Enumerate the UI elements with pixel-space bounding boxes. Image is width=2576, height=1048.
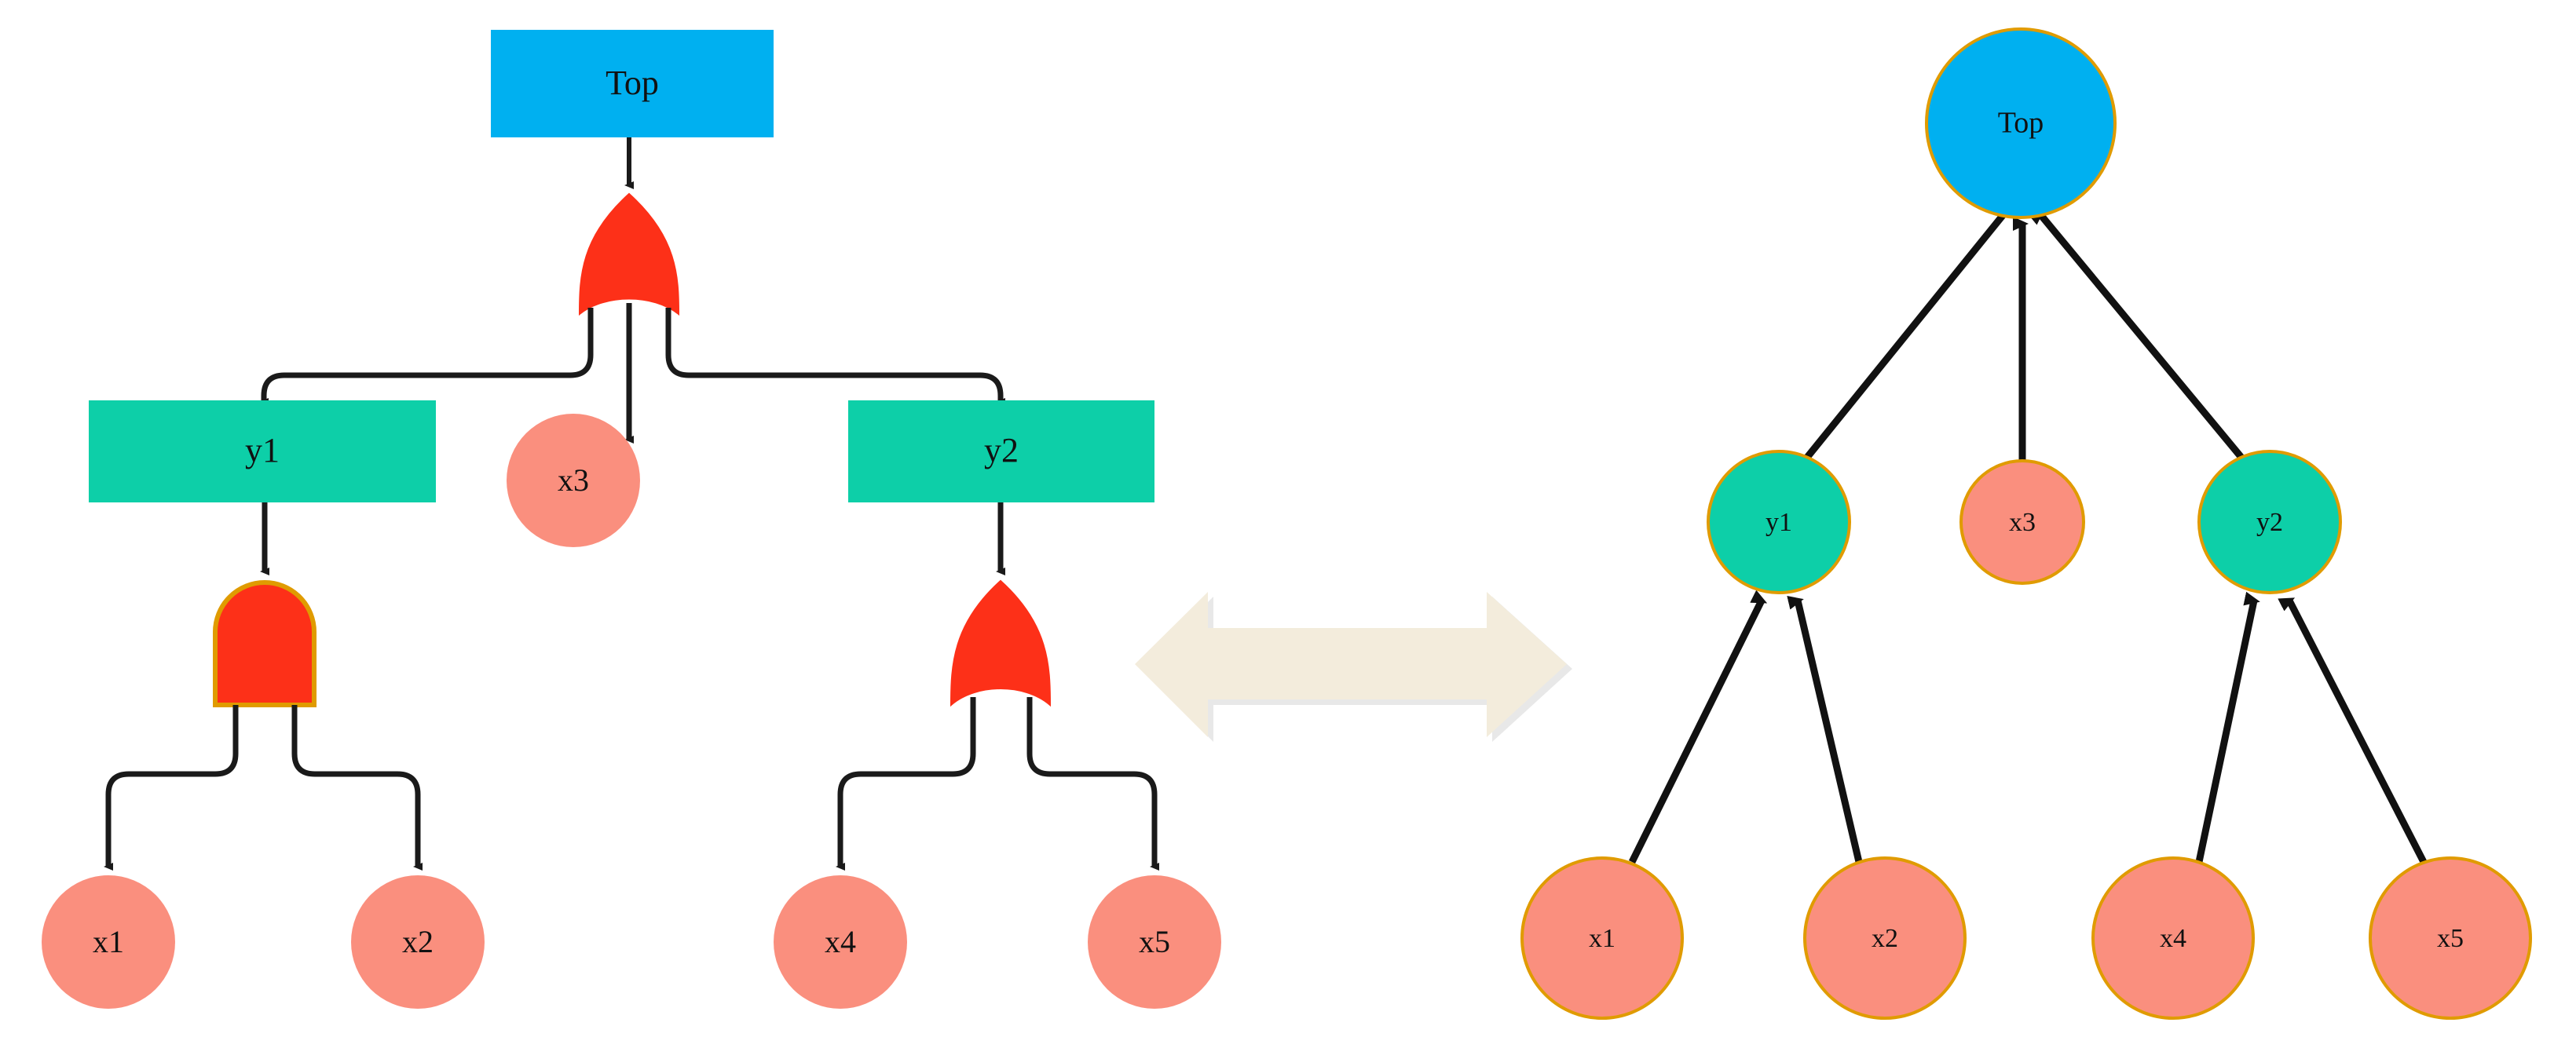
- x1-label: x1: [93, 924, 124, 959]
- x4-circle-shape: [2091, 856, 2255, 1020]
- right-node-top[interactable]: Top: [1925, 27, 2117, 219]
- and-gate-shape: [213, 580, 317, 707]
- top-box-shape: [491, 30, 774, 137]
- x5-circle-shape: [2369, 856, 2532, 1020]
- x3-circle-label: x3: [2009, 508, 2036, 537]
- x2-circle-shape: [1803, 856, 1967, 1020]
- top-circle-label: Top: [1998, 107, 2044, 140]
- edge-x4-to-y2: [2195, 591, 2260, 863]
- x4-ellipse-shape: [774, 875, 907, 1009]
- left-node-x5[interactable]: x5: [1088, 875, 1221, 1009]
- right-node-x1[interactable]: x1: [1520, 856, 1684, 1020]
- equivalence-double-arrow: [1135, 592, 1572, 742]
- x2-label: x2: [402, 924, 434, 959]
- left-node-y2[interactable]: y2: [848, 400, 1154, 502]
- x2-circle-label: x2: [1872, 924, 1898, 953]
- left-fault-tree: Top y1 x3: [42, 30, 1221, 1009]
- edge-y1-to-top: [1799, 202, 2010, 466]
- x3-label: x3: [558, 462, 589, 498]
- x2-ellipse-shape: [351, 875, 485, 1009]
- x5-circle-label: x5: [2437, 924, 2464, 953]
- double-arrow-icon: [1135, 592, 1567, 737]
- y2-box-shape: [848, 400, 1154, 502]
- y1-circle-label: y1: [1766, 508, 1792, 537]
- right-node-y1[interactable]: y1: [1707, 450, 1851, 594]
- left-node-top[interactable]: Top: [491, 30, 774, 137]
- edge-x1-to-y1: [1628, 590, 1768, 864]
- edge-y2-to-top: [2028, 209, 2249, 466]
- edge-gate-top-to-y2: [665, 354, 1005, 406]
- edge-gate-or2-to-x5: [1026, 753, 1159, 871]
- y2-circle-shape: [2197, 450, 2342, 594]
- right-node-x3[interactable]: x3: [1959, 459, 2085, 585]
- x4-label: x4: [825, 924, 856, 959]
- left-gate-top-or[interactable]: [578, 192, 680, 316]
- edge-gate-top-to-y1: [259, 354, 594, 406]
- left-node-x4[interactable]: x4: [774, 875, 907, 1009]
- y2-box-label: y2: [984, 431, 1019, 469]
- y1-box-label: y1: [245, 431, 280, 469]
- y1-circle-shape: [1707, 450, 1851, 594]
- x5-label: x5: [1139, 924, 1170, 959]
- left-node-x1[interactable]: x1: [42, 875, 175, 1009]
- x1-circle-shape: [1520, 856, 1684, 1020]
- left-node-y1[interactable]: y1: [89, 400, 436, 502]
- right-node-x5[interactable]: x5: [2369, 856, 2532, 1020]
- right-node-y2[interactable]: y2: [2197, 450, 2342, 594]
- x4-circle-label: x4: [2160, 924, 2186, 953]
- left-node-x2[interactable]: x2: [351, 875, 485, 1009]
- x3-ellipse-shape: [507, 414, 640, 547]
- right-node-x4[interactable]: x4: [2091, 856, 2255, 1020]
- left-gate-y2-or[interactable]: [950, 579, 1052, 707]
- edge-gate-and-to-x2: [291, 753, 423, 871]
- edge-x2-to-y1: [1787, 595, 1863, 864]
- edge-x5-to-y2: [2278, 597, 2428, 864]
- x1-circle-label: x1: [1589, 924, 1615, 953]
- or-gate2-shape: [950, 579, 1052, 707]
- x1-ellipse-shape: [42, 875, 175, 1009]
- top-box-label: Top: [606, 64, 659, 102]
- y2-circle-label: y2: [2256, 508, 2283, 537]
- x5-ellipse-shape: [1088, 875, 1221, 1009]
- edge-gate-or2-to-x4: [836, 753, 976, 871]
- or-gate-shape: [578, 192, 680, 316]
- left-node-x3[interactable]: x3: [507, 414, 640, 547]
- top-circle-shape: [1925, 27, 2117, 219]
- edge-gate-and-to-x1: [104, 753, 239, 871]
- right-network-graph: Top y1 x3 y2 x1 x2: [1520, 27, 2532, 1020]
- x3-circle-shape: [1959, 459, 2085, 585]
- left-gate-y1-and[interactable]: [213, 580, 317, 707]
- y1-box-shape: [89, 400, 436, 502]
- right-node-x2[interactable]: x2: [1803, 856, 1967, 1020]
